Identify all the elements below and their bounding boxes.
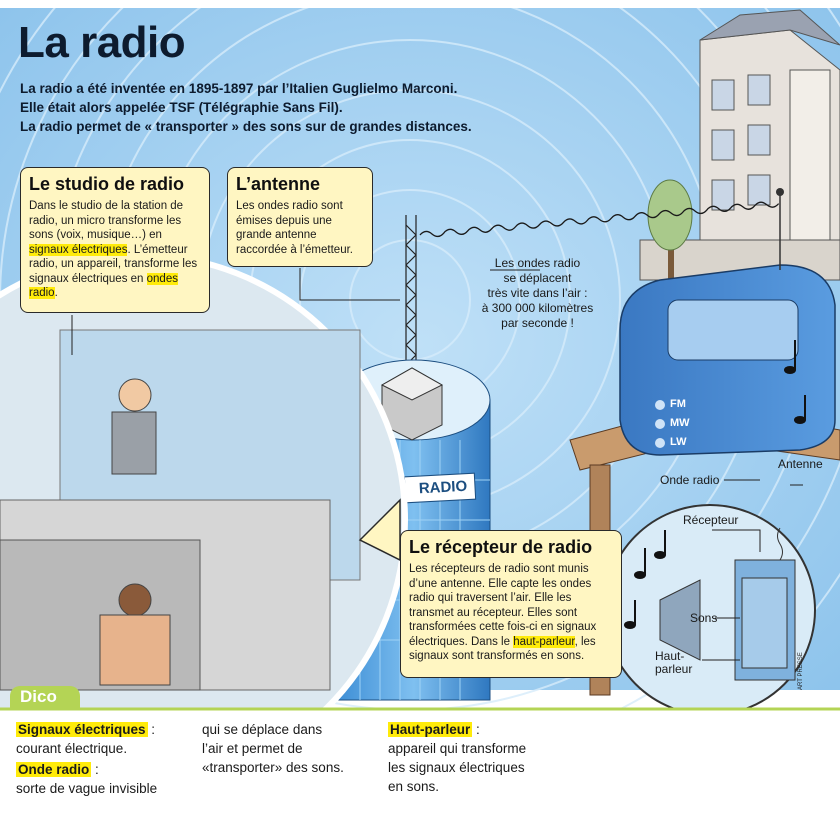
callout-pointer: [358, 498, 401, 562]
waves-line: par seconde !: [501, 316, 574, 330]
signal-wave: [419, 201, 780, 238]
antenne-box: L’antenne Les ondes radio sont émises de…: [227, 167, 373, 267]
definition-haut-parleur-line: appareil qui transforme: [388, 741, 527, 756]
credit: ART PRESSE: [798, 652, 804, 690]
waves-note: Les ondes radio se déplacent très vite d…: [470, 256, 605, 331]
highlight-haut-parleur: haut-parleur: [513, 635, 575, 648]
page-title: La radio: [18, 18, 186, 67]
term-signaux: Signaux électriques: [16, 722, 148, 737]
intro-text: La radio a été inventée en 1895-1897 par…: [20, 79, 540, 136]
recepteur-text-part: , les signaux sont transformés en sons.: [409, 635, 596, 663]
definition-onde-radio-line: qui se déplace dans: [202, 722, 323, 737]
waves-line: Les ondes radio: [494, 256, 581, 270]
definition-haut-parleur-line: les signaux électriques: [388, 760, 525, 775]
dico-label: Dico: [20, 687, 57, 706]
definition-haut-parleur-line: en sons.: [388, 779, 440, 794]
studio-text: Dans le studio de la station de radio, u…: [29, 199, 201, 301]
recepteur-title: Le récepteur de radio: [409, 537, 593, 557]
recepteur-text-part: Les récepteurs de radio sont munis d’une…: [409, 563, 597, 648]
building: [639, 9, 840, 281]
definition-onde-radio-line: «transporter» des sons.: [202, 760, 344, 775]
term-haut-parleur: Haut-parleur: [388, 722, 473, 737]
highlight-signaux: signaux électriques: [29, 243, 128, 256]
antenne-title: L’antenne: [236, 174, 321, 194]
definition-onde-radio-start: sorte de vague invisible: [16, 781, 158, 796]
dico-column-3: Haut-parleur : appareil qui transforme l…: [388, 720, 588, 796]
definition-onde-radio-line: l’air et permet de: [202, 741, 303, 756]
recepteur-box: Le récepteur de radio Les récepteurs de …: [400, 530, 622, 678]
definition-signaux: courant électrique.: [16, 741, 128, 756]
radio-band-fm: FM: [670, 398, 686, 410]
label-recepteur: Récepteur: [683, 513, 739, 527]
label-parleur-line: parleur: [655, 662, 693, 676]
radio-band-mw: MW: [670, 417, 690, 429]
term-onde-radio: Onde radio: [16, 762, 92, 777]
dico-tab: Dico: [10, 686, 80, 710]
studio-scene: [0, 252, 408, 788]
music-notes: [624, 340, 806, 629]
intro-line: La radio permet de « transporter » des s…: [20, 119, 472, 134]
label-onde-radio: Onde radio: [660, 473, 720, 487]
tower-sign: RADIO: [418, 477, 468, 498]
recepteur-text: Les récepteurs de radio sont munis d’une…: [409, 562, 613, 664]
waves-line: à 300 000 kilomètres: [481, 301, 594, 315]
waves-line: très vite dans l’air :: [487, 286, 588, 300]
label-haut-line: Haut-: [655, 649, 685, 663]
dico-column-2: qui se déplace dans l’air et permet de «…: [202, 720, 382, 777]
studio-text-part: . L’émetteur radio, un appareil, transfo…: [29, 243, 198, 285]
dico-column-1: Signaux électriques : courant électrique…: [16, 720, 196, 798]
radio-set: [619, 188, 836, 456]
studio-text-part: Dans le studio de la station de radio, u…: [29, 200, 184, 241]
antenna-mast: [405, 215, 417, 370]
intro-line: Elle était alors appelée TSF (Télégraphi…: [20, 100, 343, 115]
studio-title: Le studio de radio: [29, 174, 185, 194]
waves-line: se déplacent: [503, 271, 572, 285]
label-haut-parleur: Haut- parleur: [655, 650, 692, 676]
studio-box: Le studio de radio Dans le studio de la …: [20, 167, 210, 313]
intro-line: La radio a été inventée en 1895-1897 par…: [20, 81, 458, 96]
antenne-text: Les ondes radio sont émises depuis une g…: [236, 200, 353, 256]
label-sons: Sons: [690, 611, 718, 625]
leader-lines: [71, 268, 803, 661]
label-antenne: Antenne: [778, 457, 823, 471]
receiver-zoom: [604, 504, 816, 716]
radio-band-lw: LW: [670, 436, 687, 448]
studio-text-part: .: [54, 287, 58, 299]
